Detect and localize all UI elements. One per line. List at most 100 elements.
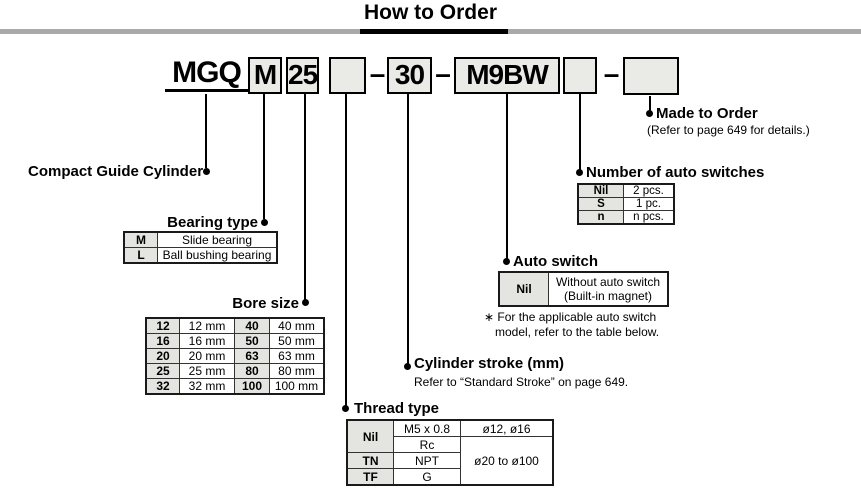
table-row: 12 12 mm 40 40 mm: [145, 317, 325, 334]
bearing-code-cell: L: [123, 247, 158, 264]
table-row: Nil M5 x 0.8 ø12, ø16: [346, 419, 554, 453]
bore-size-table: 12 12 mm 40 40 mm 16 16 mm 50 50 mm 20 2…: [145, 317, 325, 395]
connector-dot: [404, 363, 411, 370]
qty-code-cell: n: [577, 210, 624, 225]
thread-size-cell: ø20 to ø100: [460, 436, 554, 486]
connector-dot: [576, 169, 583, 176]
leader-line: [263, 93, 265, 219]
bore-value-cell: 63 mm: [269, 348, 325, 364]
bore-code-cell: 20: [145, 348, 180, 364]
thread-value-cell: M5 x 0.8: [393, 419, 461, 437]
bearing-desc-cell: Ball bushing bearing: [157, 247, 278, 264]
bore-value-cell: 25 mm: [179, 363, 235, 379]
bore-code-cell: 80: [234, 363, 270, 379]
page-title: How to Order: [363, 1, 497, 24]
connector-dot: [503, 258, 510, 265]
bore-size-title: Bore size: [232, 295, 299, 312]
qty-value-cell: n pcs.: [623, 210, 675, 225]
leader-line: [649, 96, 651, 111]
leader-line: [506, 93, 508, 259]
bore-code-box: 25: [286, 57, 319, 94]
connector-dot: [203, 168, 210, 175]
thread-type-title: Thread type: [354, 400, 440, 417]
table-row: S 1 pc.: [577, 197, 675, 211]
bore-code-cell: 100: [234, 378, 270, 395]
table-row: 32 32 mm 100 100 mm: [145, 378, 325, 395]
leader-line: [304, 93, 306, 300]
cylinder-stroke-title: Cylinder stroke (mm): [414, 355, 565, 372]
auto-switch-code-box: M9BW: [454, 57, 560, 94]
bearing-type-title: Bearing type: [167, 214, 258, 231]
auto-switch-note-line2: model, refer to the table below.: [495, 325, 660, 339]
thread-code-box: [329, 57, 366, 94]
auto-switch-desc-cell: Without auto switch (Built-in magnet): [548, 271, 669, 307]
header-rule-black: [360, 29, 508, 34]
made-to-order-note: (Refer to page 649 for details.): [647, 123, 810, 137]
bore-value-cell: 80 mm: [269, 363, 325, 379]
switch-qty-code-box: [563, 57, 597, 94]
bearing-code-box: M: [248, 57, 282, 94]
bearing-type-table: M Slide bearing L Ball bushing bearing: [123, 231, 278, 264]
auto-switch-table: Nil Without auto switch (Built-in magnet…: [498, 271, 669, 307]
table-row: L Ball bushing bearing: [123, 247, 278, 264]
bore-value-cell: 50 mm: [269, 333, 325, 349]
table-row: n n pcs.: [577, 210, 675, 225]
bore-code-cell: 40: [234, 317, 270, 334]
auto-switch-title: Auto switch: [513, 253, 598, 270]
bore-code-cell: 25: [145, 363, 180, 379]
auto-switch-desc-line2: (Built-in magnet): [563, 289, 653, 303]
thread-size-cell: ø12, ø16: [460, 419, 554, 437]
model-series-code: MGQ: [165, 56, 248, 92]
cylinder-stroke-note: Refer to “Standard Stroke” on page 649.: [414, 375, 629, 389]
table-row: Nil Without auto switch (Built-in magnet…: [498, 271, 669, 307]
bore-code-cell: 50: [234, 333, 270, 349]
bore-value-cell: 12 mm: [179, 317, 235, 334]
bore-code-cell: 16: [145, 333, 180, 349]
connector-dot: [302, 299, 309, 306]
thread-code-cell: TF: [346, 468, 394, 486]
bearing-code-cell: M: [123, 231, 158, 248]
connector-dot: [261, 219, 268, 226]
table-row: 16 16 mm 50 50 mm: [145, 333, 325, 349]
table-row: TN NPT: [346, 452, 553, 469]
bore-value-cell: 32 mm: [179, 378, 235, 395]
bore-code-cell: 32: [145, 378, 180, 395]
table-row: Rc ø20 to ø100: [347, 436, 554, 486]
qty-code-cell: S: [577, 197, 624, 211]
qty-code-cell: Nil: [577, 183, 624, 198]
separator-dash: –: [369, 58, 386, 89]
thread-value-cell: G: [393, 468, 461, 486]
made-to-order-code-box: [623, 57, 679, 95]
leader-line: [407, 93, 409, 364]
auto-switch-code-cell: Nil: [498, 271, 549, 307]
connector-dot: [342, 405, 349, 412]
made-to-order-title: Made to Order: [656, 105, 758, 122]
auto-switch-desc-line1: Without auto switch: [555, 275, 661, 289]
bore-value-cell: 16 mm: [179, 333, 235, 349]
thread-value-cell: NPT: [393, 452, 461, 469]
thread-value-cell: Rc: [393, 436, 461, 453]
bore-value-cell: 20 mm: [179, 348, 235, 364]
qty-value-cell: 2 pcs.: [623, 183, 675, 198]
bore-value-cell: 100 mm: [269, 378, 325, 395]
stroke-code-box: 30: [387, 57, 432, 94]
table-row: TF G: [346, 468, 553, 486]
table-row: Nil 2 pcs.: [577, 183, 675, 198]
table-row: M Slide bearing: [123, 231, 278, 248]
bore-code-cell: 63: [234, 348, 270, 364]
switch-quantity-table: Nil 2 pcs. S 1 pc. n n pcs.: [577, 183, 675, 225]
switch-quantity-title: Number of auto switches: [586, 164, 765, 181]
separator-dash: –: [603, 58, 620, 89]
qty-value-cell: 1 pc.: [623, 197, 675, 211]
bearing-desc-cell: Slide bearing: [157, 231, 278, 248]
bore-value-cell: 40 mm: [269, 317, 325, 334]
leader-line: [205, 94, 207, 168]
separator-dash: –: [435, 58, 451, 89]
leader-line: [579, 93, 581, 170]
connector-dot: [646, 110, 653, 117]
thread-code-cell: TN: [346, 452, 394, 469]
compact-guide-cylinder-label: Compact Guide Cylinder: [28, 163, 204, 180]
bore-code-cell: 12: [145, 317, 180, 334]
table-row: 25 25 mm 80 80 mm: [145, 363, 325, 379]
